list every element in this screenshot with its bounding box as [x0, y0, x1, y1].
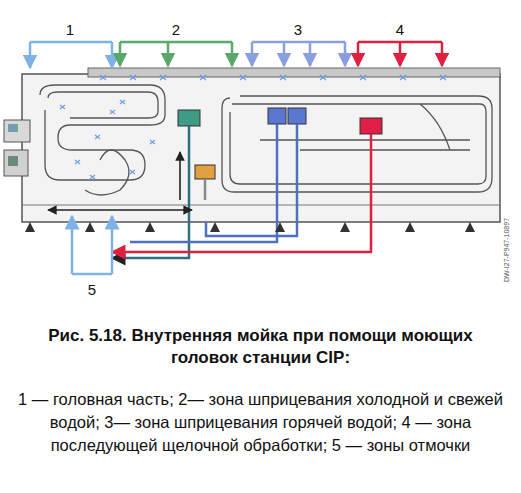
conveyor-track	[40, 85, 492, 195]
flow-arrow	[179, 152, 181, 200]
zone-bracket	[72, 216, 112, 274]
spray-nozzle	[60, 100, 155, 179]
pipe	[204, 179, 207, 200]
spray-nozzle	[60, 75, 446, 179]
tank	[195, 165, 215, 179]
callout-number: 1	[66, 21, 74, 38]
tank	[360, 118, 382, 134]
zone-bracket	[252, 41, 345, 44]
zone-bracket	[441, 42, 444, 66]
tank	[288, 108, 306, 124]
zone-bracket	[252, 42, 345, 66]
support-leg	[25, 222, 475, 232]
conveyor-track	[40, 85, 165, 180]
machine-body	[88, 68, 500, 77]
callout-number: 5	[88, 281, 96, 298]
machine-body	[4, 68, 500, 222]
zone-bracket	[167, 42, 170, 66]
zone-bracket	[30, 42, 442, 274]
machine-body	[8, 124, 18, 132]
zone-bracket	[30, 41, 112, 44]
machine-body	[22, 74, 500, 222]
conveyor-track	[260, 140, 470, 150]
caption-key: 1 — головная часть; 2— зона шприцевания …	[10, 388, 511, 457]
machine-body	[22, 205, 500, 206]
conveyor-track	[420, 104, 450, 150]
zone-bracket	[309, 42, 312, 66]
zone-bracket	[120, 42, 232, 66]
zone-bracket	[231, 42, 234, 66]
zone-bracket	[399, 42, 402, 66]
pipe	[112, 124, 371, 258]
flow-arrow	[48, 152, 192, 210]
watermark: DW-I27-P947-10897	[503, 218, 511, 282]
tank	[268, 108, 286, 124]
zone-bracket	[283, 42, 286, 66]
spray-nozzle	[100, 75, 446, 80]
tank	[178, 108, 382, 179]
zone-bracket	[357, 42, 360, 66]
zone-bracket	[120, 41, 232, 44]
callout-number: 3	[294, 21, 302, 38]
conveyor-track	[230, 104, 486, 184]
zone-bracket	[251, 42, 254, 66]
callout-number: 4	[396, 21, 404, 38]
machine-body	[4, 120, 30, 142]
conveyor-track	[222, 96, 492, 192]
callout-number: 2	[172, 21, 180, 38]
pipe	[206, 124, 297, 236]
zone-bracket	[72, 273, 112, 276]
zone-bracket	[111, 42, 114, 68]
pipe	[130, 124, 277, 242]
zone-bracket	[30, 42, 112, 68]
flow-arrow	[48, 209, 192, 211]
conveyor-track	[85, 150, 129, 195]
zone-bracket	[29, 42, 32, 68]
pipe	[112, 134, 371, 252]
zone-bracket	[358, 42, 442, 66]
zone-bracket	[111, 216, 114, 274]
tank	[178, 110, 200, 126]
zone-bracket	[71, 216, 74, 274]
figure-caption: Рис. 5.18. Внутренняя мойка при помощи м…	[28, 325, 493, 369]
zone-bracket	[119, 42, 122, 66]
zone-bracket	[344, 42, 347, 66]
machine-body	[4, 150, 28, 176]
machine-body	[8, 156, 18, 166]
support-leg	[25, 222, 475, 232]
pipe	[112, 126, 189, 258]
